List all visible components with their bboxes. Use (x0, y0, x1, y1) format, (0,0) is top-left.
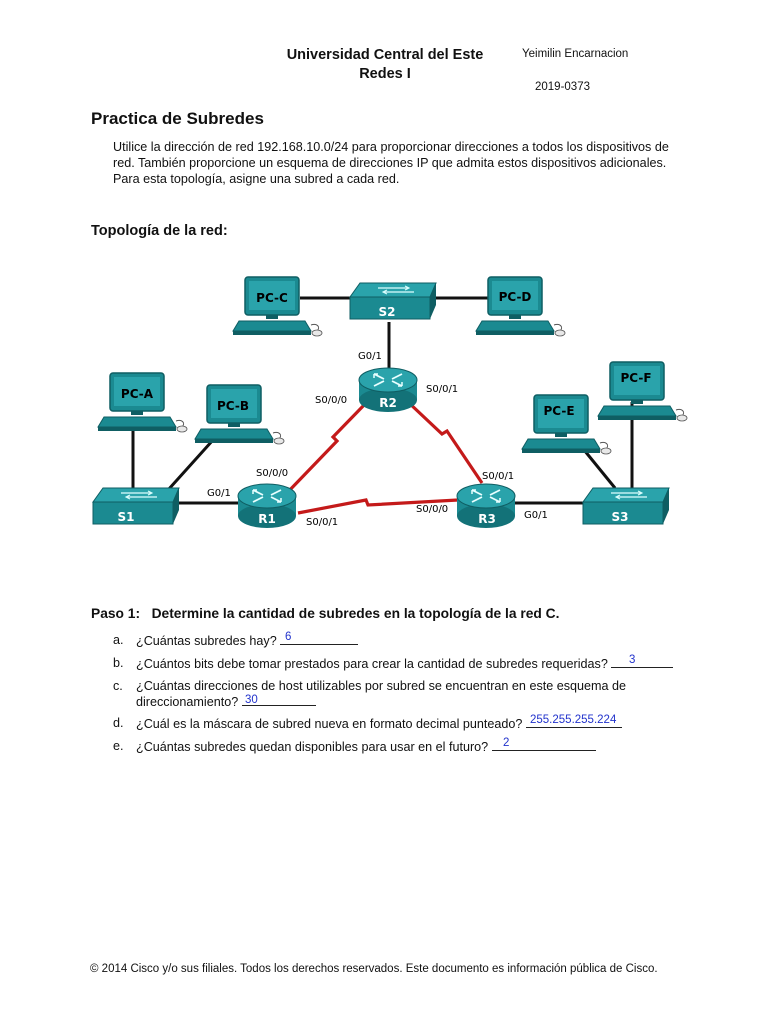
answer-d: 255.255.255.224 (530, 714, 617, 726)
author-name: Yeimilin Encarnacion (522, 48, 629, 60)
r1-label: R1 (258, 512, 276, 526)
answer-blank[interactable] (611, 655, 674, 668)
university-name: Universidad Central del Este (286, 47, 484, 63)
pc-b-label: PC-B (217, 399, 249, 413)
serial-link-r1-r2 (283, 400, 369, 497)
iface-r2-g01: G0/1 (358, 351, 382, 362)
answer-blank[interactable] (491, 738, 596, 751)
pc-a-label: PC-A (121, 387, 154, 401)
answer-c: 30 (245, 694, 258, 706)
topology-heading: Topología de la red: (91, 223, 228, 239)
answer-blank[interactable] (241, 693, 316, 706)
link-pcb-s1 (166, 438, 215, 492)
answer-e: 2 (503, 737, 510, 749)
question-text: ¿Cuántos bits debe tomar prestados para … (136, 657, 608, 671)
header-university-block: Universidad Central del Este Redes I (260, 46, 510, 84)
pc-icon-d (475, 276, 566, 337)
answer-b: 3 (629, 654, 636, 666)
r3-label: R3 (478, 512, 496, 526)
pc-icon-b (194, 384, 285, 445)
pc-e-label: PC-E (543, 404, 574, 418)
question-text: ¿Cuántas subredes quedan disponibles par… (136, 740, 489, 754)
intro-paragraph: Utilice la dirección de red 192.168.10.0… (113, 140, 669, 186)
iface-r1-s001: S0/0/1 (306, 517, 338, 528)
iface-r3-g01: G0/1 (524, 510, 548, 521)
footer-copyright: © 2014 Cisco y/o sus filiales. Todos los… (90, 963, 658, 975)
question-letter: d. (113, 716, 124, 730)
page-title: Practica de Subredes (91, 109, 264, 128)
iface-r3-s001: S0/0/1 (482, 471, 514, 482)
answer-blank[interactable] (525, 715, 622, 728)
s3-label: S3 (612, 510, 629, 524)
course-name: Redes I (359, 66, 411, 82)
pc-icon-a (97, 372, 188, 433)
answer-a: 6 (285, 631, 292, 643)
pc-c-label: PC-C (256, 291, 288, 305)
switch-icon-s1 (92, 487, 180, 525)
iface-r3-s000: S0/0/0 (416, 504, 448, 515)
question-letter: c. (113, 679, 123, 693)
serial-link-r1-r3 (297, 498, 459, 515)
s2-label: S2 (379, 305, 396, 319)
question-text: ¿Cuántas subredes hay? (136, 634, 277, 648)
iface-r1-s000: S0/0/0 (256, 468, 288, 479)
pc-d-label: PC-D (499, 290, 532, 304)
question-letter: a. (113, 633, 124, 647)
iface-r2-s001: S0/0/1 (426, 384, 458, 395)
question-letter: e. (113, 739, 124, 753)
question-letter: b. (113, 656, 124, 670)
pc-icon-c (232, 276, 323, 337)
student-id: 2019-0373 (535, 81, 590, 93)
question-text-cont: direccionamiento? (136, 695, 239, 709)
topology-diagram: PC-C PC-D PC-A PC-B PC-E PC-F S2 S1 S3 R… (92, 276, 688, 529)
step-heading: Paso 1: Determine la cantidad de subrede… (91, 606, 560, 621)
s1-label: S1 (118, 510, 135, 524)
r2-label: R2 (379, 396, 397, 410)
iface-r1-g01: G0/1 (207, 488, 231, 499)
iface-r2-s000: S0/0/0 (315, 395, 347, 406)
answer-blank[interactable] (280, 632, 359, 645)
serial-link-r2-r3 (406, 400, 484, 484)
question-text: ¿Cuál es la máscara de subred nueva en f… (136, 717, 523, 731)
pc-f-label: PC-F (620, 371, 651, 385)
question-text: ¿Cuántas direcciones de host utilizables… (136, 679, 627, 693)
